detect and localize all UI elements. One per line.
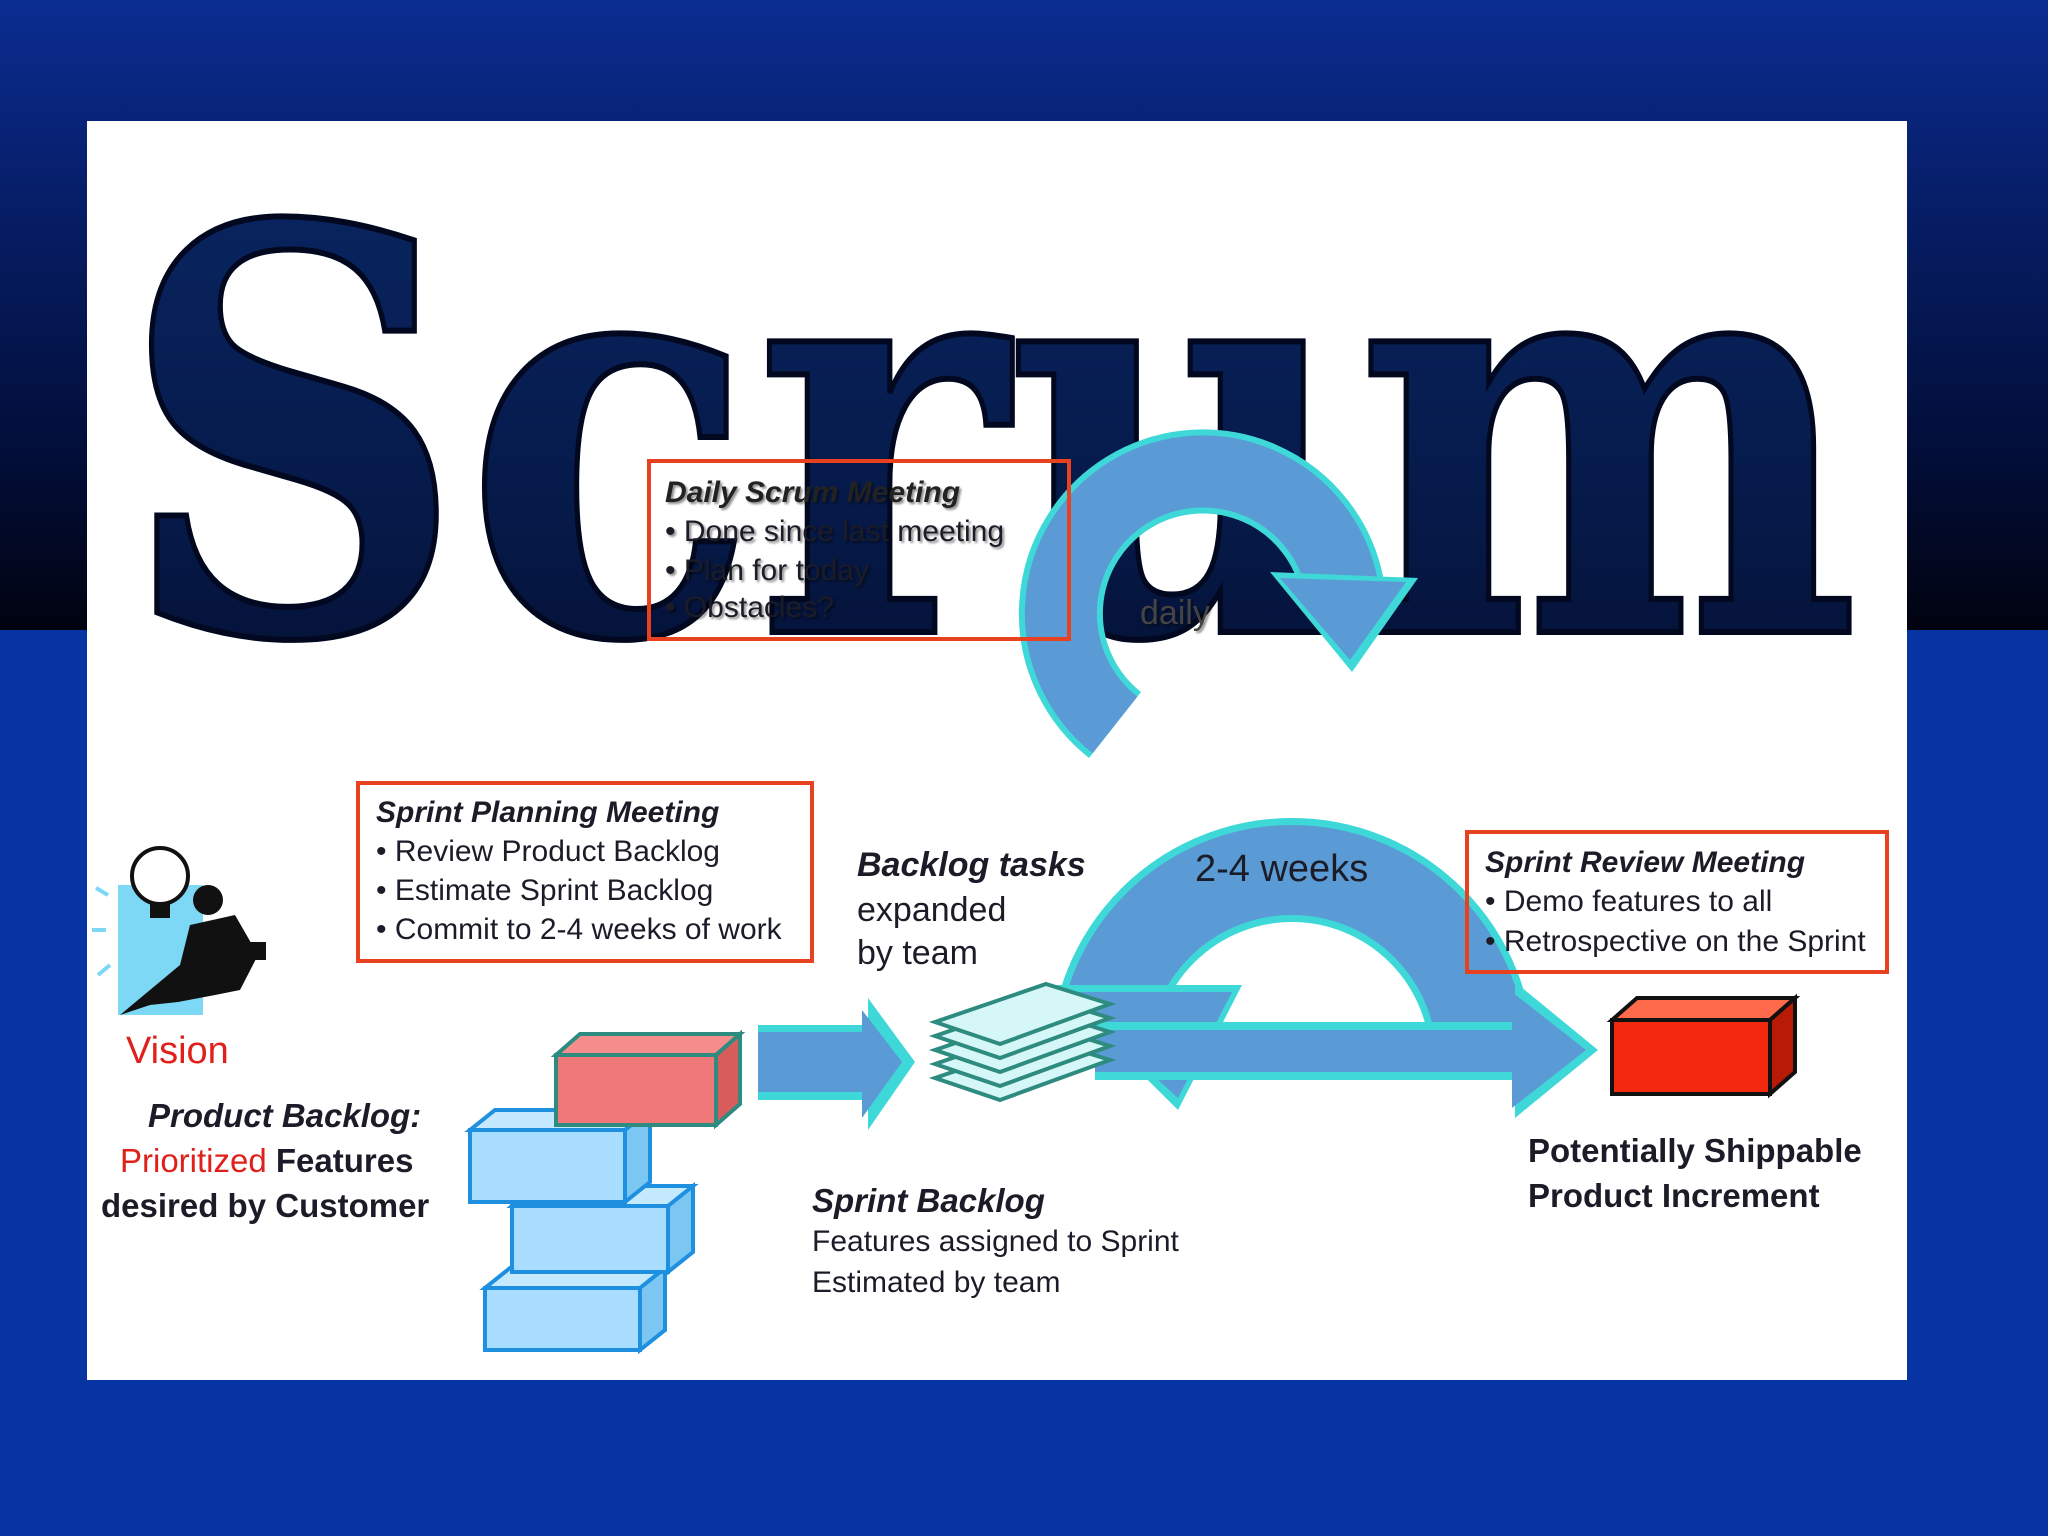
daily-scrum-item-text: Plan for today — [683, 554, 869, 587]
sprint-review-heading: Sprint Review Meeting — [1485, 846, 1806, 879]
increment-line: Potentially Shippable — [1528, 1132, 1862, 1169]
backlog-arrow — [758, 998, 915, 1130]
sprint-planning-item: • Commit to 2-4 weeks of work — [376, 913, 782, 946]
product-increment-icon — [1606, 993, 1801, 1099]
product-backlog-line: desired by Customer — [101, 1187, 430, 1224]
sprint-planning-item-text: Review Product Backlog — [394, 835, 720, 868]
prioritized-text: Prioritized — [120, 1142, 267, 1179]
daily-scrum-heading: Daily Scrum Meeting — [665, 476, 961, 509]
sprint-length-label: 2-4 weeks — [1195, 848, 1369, 890]
prioritized-feature-block-icon — [550, 1029, 746, 1130]
increment-line: Product Increment — [1528, 1177, 1820, 1214]
backlog-tasks-line: by team — [857, 934, 978, 972]
sprint-planning-item-text: Commit to 2-4 weeks of work — [394, 913, 782, 946]
backlog-tasks-heading: Backlog tasks — [857, 846, 1086, 884]
sprint-planning-item: • Estimate Sprint Backlog — [376, 874, 714, 907]
vision-label: Vision — [126, 1030, 229, 1072]
daily-scrum-item-text: Obstacles? — [683, 591, 834, 624]
daily-scrum-item-text: Done since last meeting — [683, 515, 1005, 548]
sprint-review-item-text: Retrospective on the Sprint — [1503, 925, 1866, 958]
features-text: Features — [266, 1142, 414, 1179]
sprint-backlog-line: Features assigned to Sprint — [812, 1225, 1179, 1258]
sprint-planning-item-text: Estimate Sprint Backlog — [394, 874, 714, 907]
scrum-title: Scrum — [120, 107, 1860, 765]
daily-cycle-icon — [1018, 429, 1418, 758]
sprint-review-item: • Demo features to all — [1485, 885, 1773, 918]
daily-scrum-item: • Plan for today — [665, 554, 869, 587]
product-backlog-heading: Product Backlog: — [148, 1097, 422, 1134]
sprint-review-item-text: Demo features to all — [1503, 885, 1773, 918]
vision-person-icon — [92, 846, 266, 1015]
diagram-panel — [87, 121, 1907, 1380]
sprint-review-box — [1465, 830, 1889, 974]
sprint-review-item: • Retrospective on the Sprint — [1485, 925, 1866, 958]
sprint-planning-box — [356, 781, 814, 963]
daily-scrum-item: • Done since last meeting — [665, 515, 1005, 548]
sprint-backlog-heading: Sprint Backlog — [812, 1182, 1045, 1219]
product-backlog-line: Prioritized Features — [120, 1142, 413, 1180]
sprint-planning-item: • Review Product Backlog — [376, 835, 720, 868]
sprint-backlog-stack-icon — [928, 981, 1117, 1103]
daily-label: daily — [1140, 594, 1210, 632]
product-backlog-blocks-icon — [464, 1105, 699, 1355]
sprint-planning-heading: Sprint Planning Meeting — [376, 796, 720, 829]
flow-arrow — [1095, 982, 1598, 1118]
backlog-tasks-line: expanded — [857, 891, 1007, 929]
daily-scrum-item: • Obstacles? — [665, 591, 834, 624]
daily-scrum-box — [647, 459, 1071, 641]
sprint-backlog-line: Estimated by team — [812, 1266, 1061, 1299]
